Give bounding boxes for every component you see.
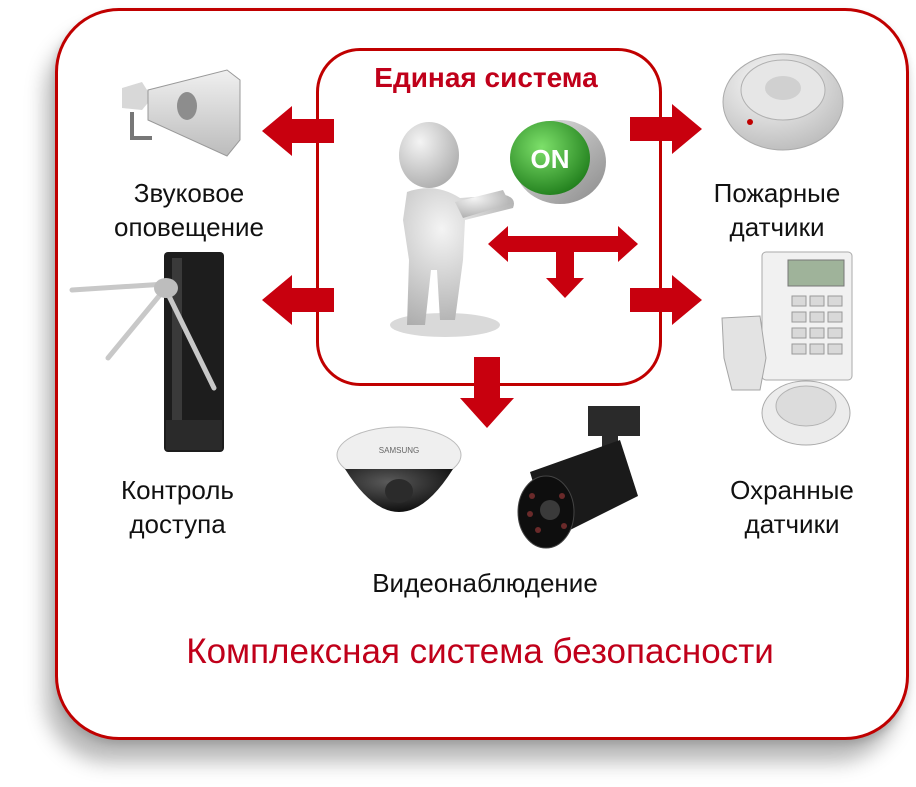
arrow-to-security [630, 275, 702, 325]
on-button-icon: ON [510, 120, 606, 204]
security-label: Охранные датчики [712, 473, 872, 541]
arrow-to-video [460, 357, 514, 428]
person-figure-icon [390, 122, 514, 337]
access-label-line1: Контроль [121, 475, 234, 505]
smoke-detector-icon [722, 53, 844, 151]
sound-label-line2: оповещение [114, 212, 264, 242]
access-label-line2: доступа [129, 509, 226, 539]
arrow-to-sound [262, 106, 334, 156]
fire-label: Пожарные датчики [702, 176, 852, 244]
turnstile-icon [69, 252, 224, 452]
security-label-line1: Охранные [730, 475, 854, 505]
arrow-to-access [262, 275, 334, 325]
central-system-title: Единая система [374, 62, 598, 93]
arrow-to-fire [630, 104, 702, 154]
sound-label: Звуковое оповещение [104, 176, 274, 244]
access-label: Контроль доступа [100, 473, 255, 541]
on-button-text: ON [531, 144, 570, 174]
video-label: Видеонаблюдение [372, 568, 598, 598]
alarm-keypad-icon [721, 251, 853, 446]
arrow-inner-horizontal [488, 226, 638, 262]
fire-label-line2: датчики [729, 212, 825, 242]
camera-brand-text: SAMSUNG [379, 446, 419, 455]
horn-speaker-icon [122, 69, 241, 157]
security-label-line2: датчики [744, 509, 840, 539]
sound-label-line1: Звуковое [133, 178, 245, 208]
footer-title: Комплексная система безопасности [186, 632, 774, 671]
fire-label-line1: Пожарные [713, 178, 841, 208]
bullet-camera-icon [517, 406, 640, 549]
dome-camera-icon: SAMSUNG [336, 426, 462, 512]
arrow-inner-down [546, 250, 584, 298]
